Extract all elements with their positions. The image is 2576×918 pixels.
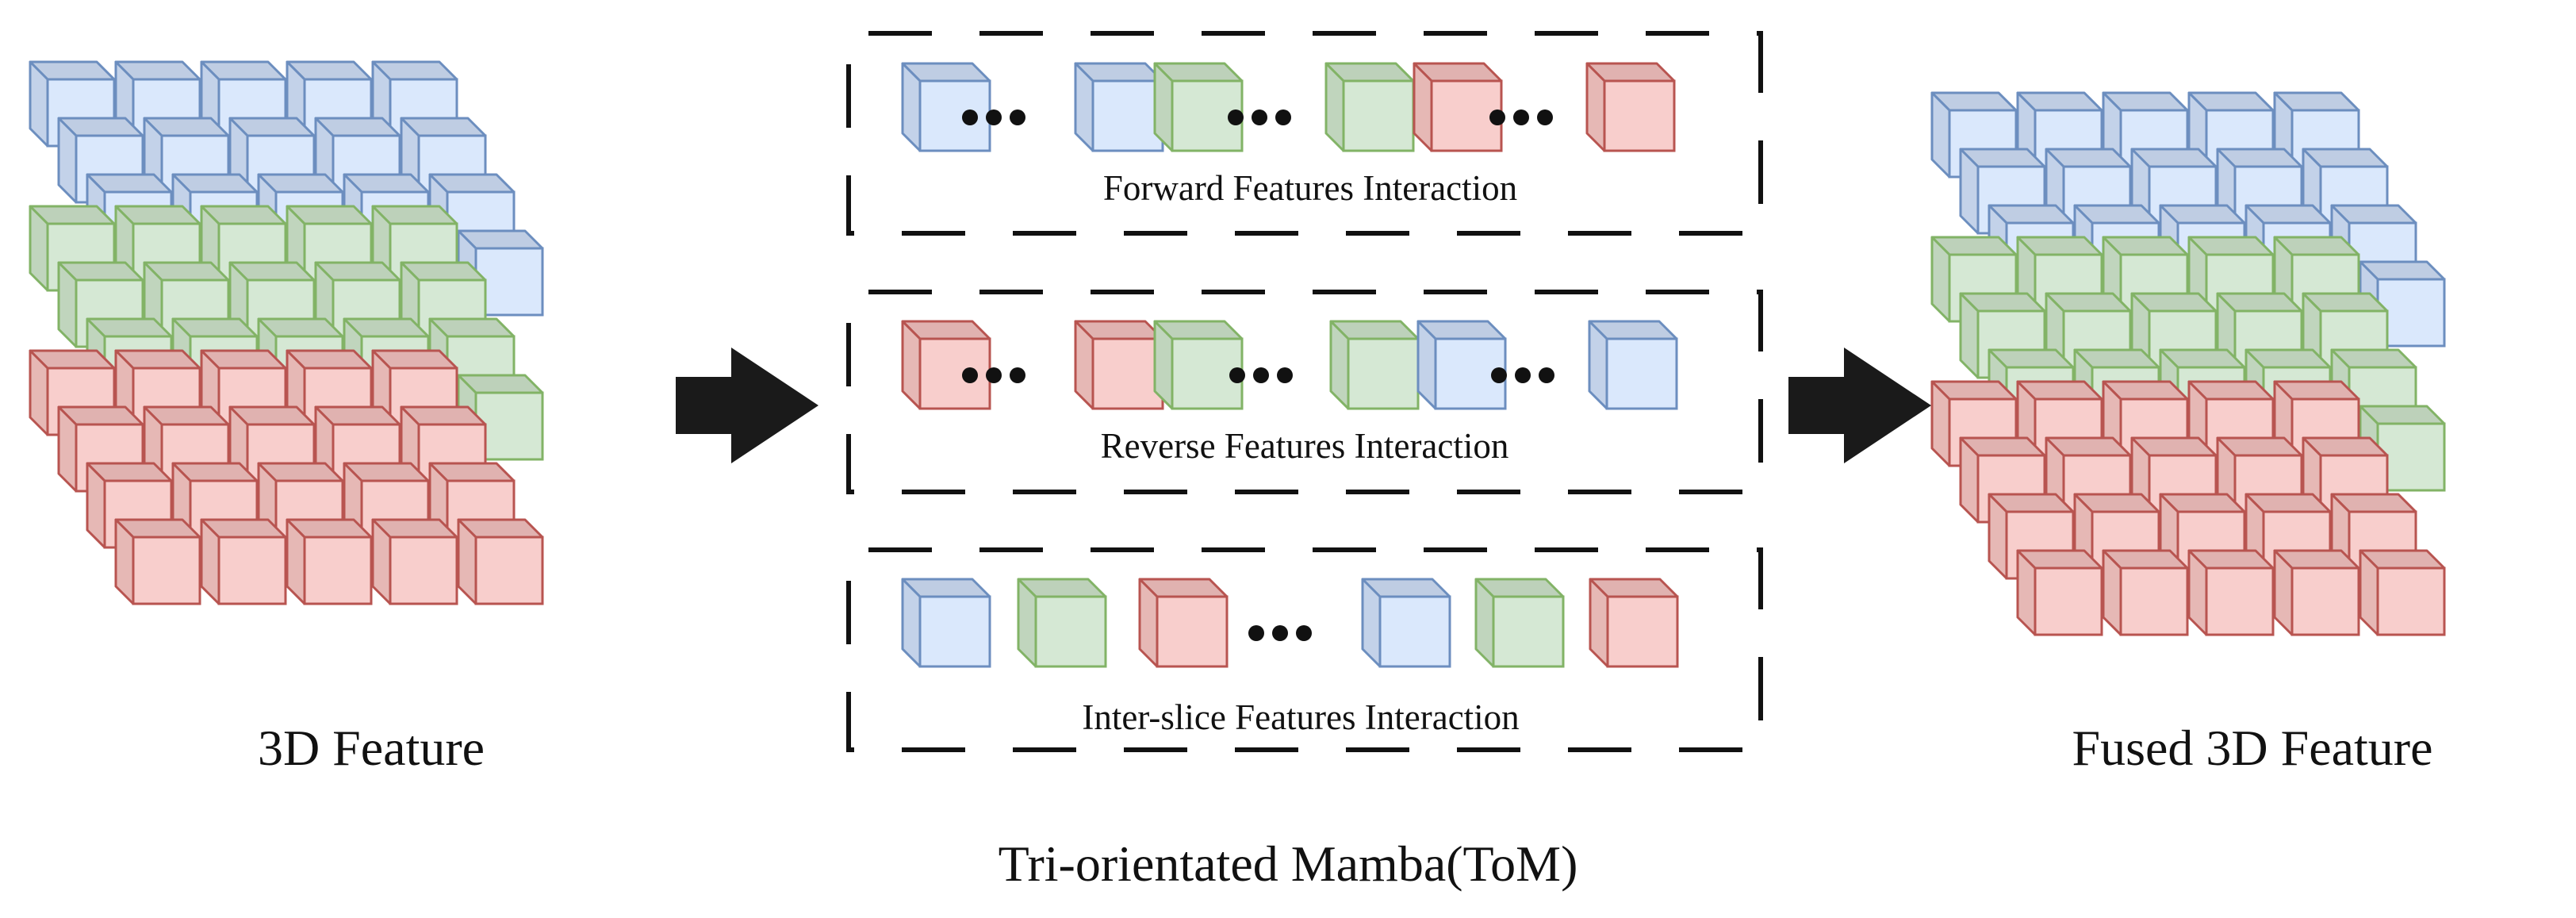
ellipsis-icon <box>1491 367 1554 383</box>
cube-green <box>1324 62 1415 152</box>
cube-red <box>1959 436 2046 524</box>
cube-red <box>1589 578 1679 668</box>
fused-feature-stack <box>1930 91 2446 636</box>
cube-red <box>2102 549 2189 636</box>
panel-reverse-label: Reverse Features Interaction <box>1101 426 1509 466</box>
cube-blue <box>901 62 991 152</box>
panel-inter-slice-label: Inter-slice Features Interaction <box>1082 697 1519 737</box>
input-feature-stack <box>29 60 544 605</box>
cube-red <box>2359 549 2446 636</box>
ellipsis-icon <box>962 367 1025 383</box>
cube-red <box>1138 578 1229 668</box>
panel-forward: Forward Features Interaction <box>846 31 1763 236</box>
cube-green <box>1474 578 1565 668</box>
cube-red <box>1585 62 1676 152</box>
input-caption: 3D Feature <box>258 720 485 776</box>
cube-blue <box>1588 320 1678 410</box>
cube-blue <box>901 578 991 668</box>
cube-red <box>114 518 201 605</box>
panel-reverse: Reverse Features Interaction <box>846 290 1763 494</box>
panel-inter-slice: Inter-slice Features Interaction <box>846 547 1763 752</box>
cube-red <box>286 518 373 605</box>
cube-red <box>1074 320 1164 410</box>
ellipsis-icon <box>1228 109 1291 125</box>
ellipsis-icon <box>962 109 1025 125</box>
arrow-right-icon <box>1788 348 1931 463</box>
cube-red <box>200 518 287 605</box>
panel-forward-sequence <box>901 62 1676 152</box>
cube-red <box>457 518 544 605</box>
cube-red <box>2016 549 2103 636</box>
cube-green <box>1329 320 1420 410</box>
cube-green <box>1153 320 1244 410</box>
output-caption: Fused 3D Feature <box>2072 720 2432 776</box>
cube-blue <box>1074 62 1164 152</box>
cube-red <box>2159 493 2246 580</box>
arrow-right-icon <box>676 348 818 463</box>
panel-forward-label: Forward Features Interaction <box>1103 168 1517 208</box>
cube-red <box>901 320 991 410</box>
cube-red <box>2273 549 2360 636</box>
cube-red <box>1413 62 1503 152</box>
cube-green <box>1017 578 1107 668</box>
cube-green <box>1153 62 1244 152</box>
ellipsis-icon <box>1489 109 1553 125</box>
module-caption: Tri-orientated Mamba(ToM) <box>999 835 1578 892</box>
panel-inter-slice-sequence <box>901 578 1679 668</box>
cube-red <box>2187 549 2275 636</box>
cube-blue <box>1416 320 1507 410</box>
cube-blue <box>1361 578 1451 668</box>
ellipsis-icon <box>1229 367 1293 383</box>
cube-red <box>371 518 458 605</box>
ellipsis-icon <box>1248 625 1312 641</box>
cube-green <box>2359 405 2446 492</box>
panel-reverse-sequence <box>901 320 1678 410</box>
